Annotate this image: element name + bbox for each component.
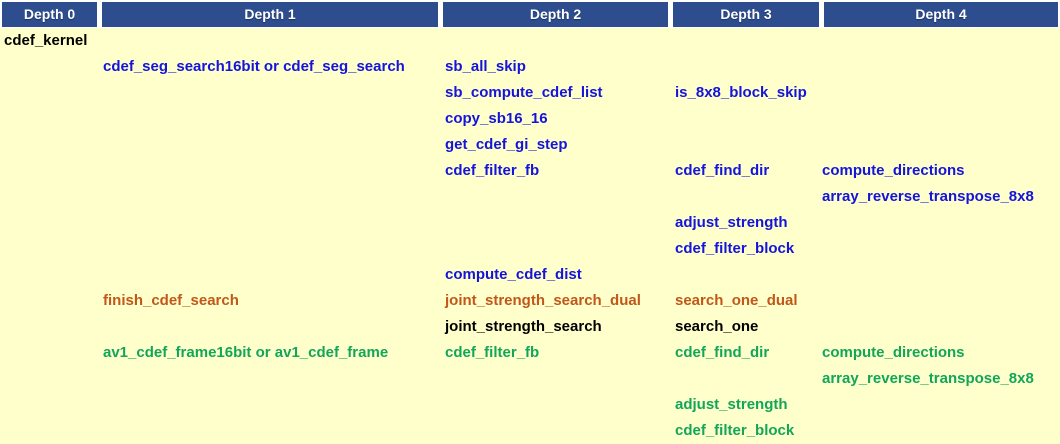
header-cell-depth-4: Depth 4 [824,2,1058,27]
header-cell-depth-3: Depth 3 [673,2,819,27]
function-cell-d2: joint_strength_search [445,318,602,335]
function-cell-d3: cdef_find_dir [675,344,770,361]
table-row: joint_strength_search search_one [0,314,1060,340]
function-cell-d3: adjust_strength [675,214,788,231]
function-cell-d2: compute_cdef_dist [445,266,582,283]
table-row: array_reverse_transpose_8x8 [0,366,1060,392]
table-row: finish_cdef_search joint_strength_search_… [0,288,1060,314]
header-cell-depth-2: Depth 2 [443,2,668,27]
function-cell-d2: copy_sb16_16 [445,110,548,127]
function-cell-d3: adjust_strength [675,396,788,413]
function-cell-d2: joint_strength_search_dual [445,292,641,309]
function-cell-d3: search_one_dual [675,292,798,309]
table-row: compute_cdef_dist [0,262,1060,288]
function-cell-d0: cdef_kernel [4,32,88,49]
table-row: av1_cdef_frame16bit or av1_cdef_frame cde… [0,340,1060,366]
table-row: cdef_seg_search16bit or cdef_seg_search s… [0,54,1060,80]
header-cell-depth-0: Depth 0 [2,2,97,27]
function-cell-d3: cdef_find_dir [675,162,770,179]
function-cell-d1: cdef_seg_search16bit or cdef_seg_search [103,58,405,75]
call-tree-rows: cdef_kernel cdef_seg_search16bit or cdef_… [0,28,1060,444]
function-cell-d1: finish_cdef_search [103,292,239,309]
function-cell-d3: is_8x8_block_skip [675,84,807,101]
table-header-row: Depth 0 Depth 1 Depth 2 Depth 3 Depth 4 [0,0,1060,28]
table-row: cdef_filter_block [0,418,1060,444]
table-row: cdef_filter_fb cdef_find_dir compute_direc… [0,158,1060,184]
table-row: copy_sb16_16 [0,106,1060,132]
function-cell-d2: sb_compute_cdef_list [445,84,603,101]
function-cell-d1: av1_cdef_frame16bit or av1_cdef_frame [103,344,389,361]
table-row: array_reverse_transpose_8x8 [0,184,1060,210]
table-row: cdef_kernel [0,28,1060,54]
function-cell-d2: cdef_filter_fb [445,162,540,179]
function-cell-d2: cdef_filter_fb [445,344,540,361]
table-row: adjust_strength [0,210,1060,236]
function-cell-d4: compute_directions [822,162,965,179]
table-row: cdef_filter_block [0,236,1060,262]
function-cell-d3: search_one [675,318,759,335]
function-cell-d2: get_cdef_gi_step [445,136,568,153]
header-cell-depth-1: Depth 1 [102,2,438,27]
function-cell-d4: compute_directions [822,344,965,361]
function-cell-d3: cdef_filter_block [675,240,795,257]
function-cell-d4: array_reverse_transpose_8x8 [822,370,1034,387]
table-row: get_cdef_gi_step [0,132,1060,158]
function-cell-d2: sb_all_skip [445,58,526,75]
table-row: sb_compute_cdef_list is_8x8_block_skip [0,80,1060,106]
function-cell-d4: array_reverse_transpose_8x8 [822,188,1034,205]
function-cell-d3: cdef_filter_block [675,422,795,439]
table-row: adjust_strength [0,392,1060,418]
